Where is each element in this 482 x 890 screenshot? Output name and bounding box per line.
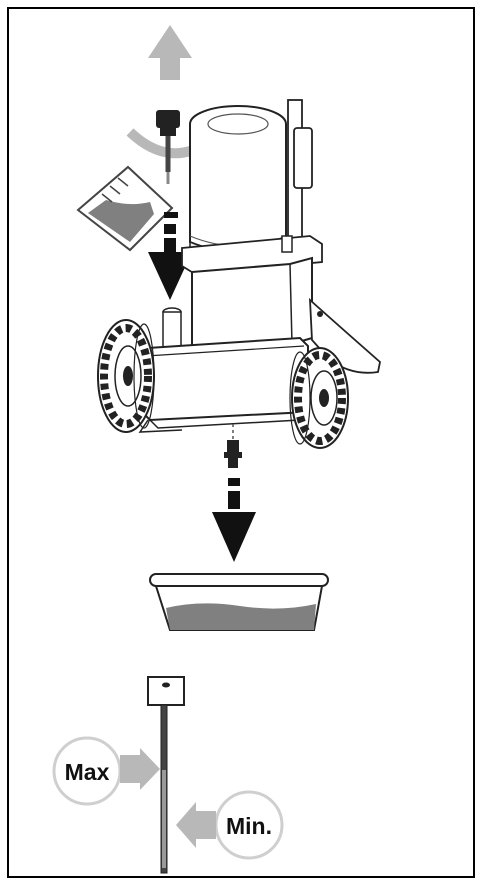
dipstick-icon bbox=[147, 676, 185, 874]
fill-down-arrow-icon bbox=[148, 224, 192, 300]
max-label: Max bbox=[65, 759, 110, 785]
drain-plug-icon bbox=[224, 424, 242, 468]
left-wheel bbox=[97, 319, 155, 433]
drain-pan-icon bbox=[149, 573, 329, 631]
hydraulic-tank bbox=[191, 256, 313, 352]
right-wheel bbox=[289, 347, 349, 449]
min-arrow-icon bbox=[176, 802, 216, 848]
min-marker: Min. bbox=[176, 790, 284, 860]
chassis-base bbox=[138, 336, 309, 433]
oil-fill-tube bbox=[162, 307, 182, 349]
up-arrow-icon bbox=[148, 25, 192, 80]
oil-cap-knob-icon bbox=[156, 110, 180, 184]
max-marker: Max bbox=[52, 736, 160, 806]
max-arrow-icon bbox=[120, 748, 160, 790]
drain-down-arrow-icon bbox=[212, 478, 256, 562]
diagram-frame bbox=[7, 7, 475, 878]
measuring-beaker-icon bbox=[76, 165, 178, 252]
electric-motor bbox=[189, 105, 287, 261]
min-label: Min. bbox=[226, 813, 272, 839]
